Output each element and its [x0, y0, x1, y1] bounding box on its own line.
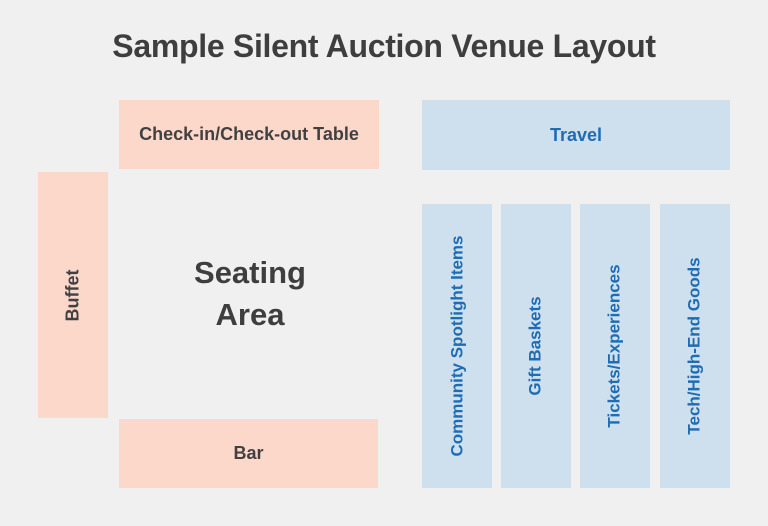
zone-bar: Bar: [119, 419, 378, 488]
seating-area-label-line2: Area: [215, 296, 285, 332]
zone-buffet: Buffet: [38, 172, 108, 418]
buffet-label: Buffet: [62, 269, 83, 321]
seating-area-label-line1: Seating: [194, 255, 306, 290]
gift-baskets-label: Gift Baskets: [526, 296, 546, 396]
zone-gift-baskets: Gift Baskets: [501, 204, 571, 488]
zone-tech-high-end-goods: Tech/High-End Goods: [660, 204, 730, 488]
travel-label: Travel: [549, 124, 603, 145]
bar-label: Bar: [233, 443, 264, 463]
zone-tickets-experiences: Tickets/Experiences: [580, 204, 650, 488]
tickets-experiences-label: Tickets/Experiences: [605, 264, 624, 428]
checkin-checkout-table-label: Check-in/Check-out Table: [139, 124, 359, 144]
page-title: Sample Silent Auction Venue Layout: [112, 28, 656, 64]
tech-high-end-goods-label: Tech/High-End Goods: [685, 257, 705, 435]
zone-seating-area: Seating Area: [140, 252, 360, 336]
zone-travel: Travel: [422, 100, 730, 170]
community-spotlight-items-label: Community Spotlight Items: [447, 235, 466, 457]
zone-checkin-checkout-table: Check-in/Check-out Table: [119, 100, 379, 169]
zone-community-spotlight-items: Community Spotlight Items: [422, 204, 492, 488]
